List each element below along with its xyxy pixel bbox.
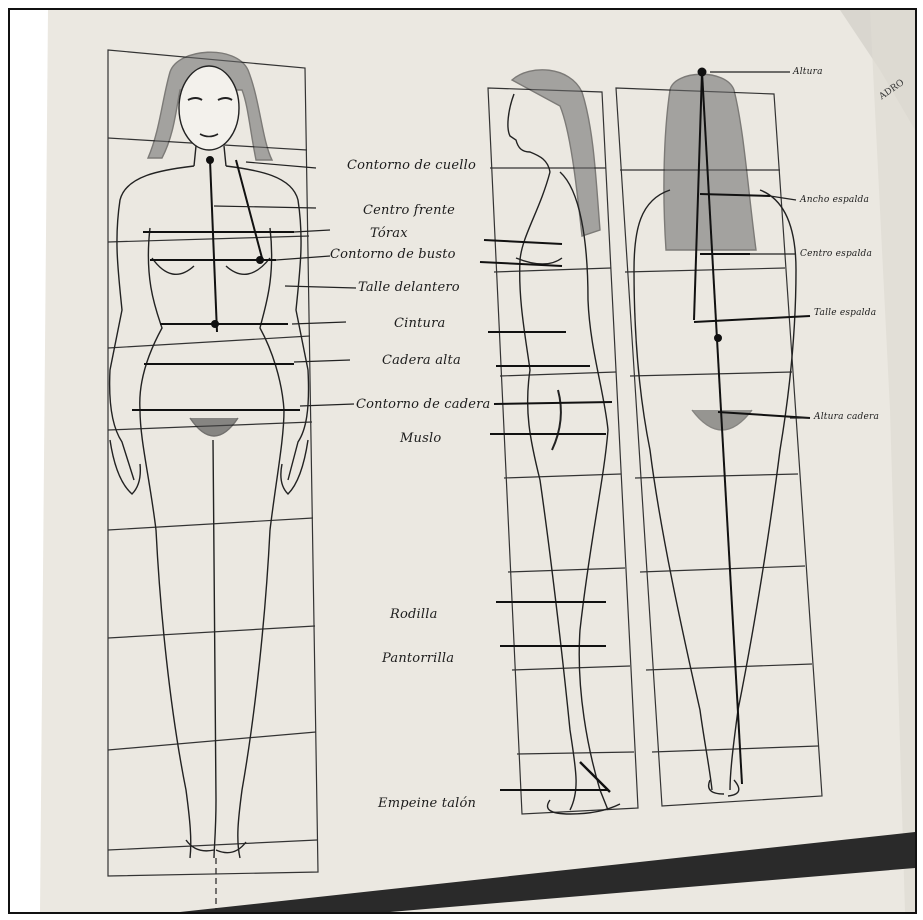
label-rodilla: Rodilla <box>390 607 438 622</box>
label-pantorrilla: Pantorrilla <box>382 651 454 666</box>
label-talle-espalda: Talle espalda <box>814 308 876 318</box>
label-altura: Altura <box>793 67 823 77</box>
label-centro-espalda: Centro espalda <box>800 249 872 259</box>
label-contorno-busto: Contorno de busto <box>330 247 456 262</box>
book-page-illustration <box>10 10 915 912</box>
label-centro-frente: Centro frente <box>363 203 455 218</box>
label-ancho-espalda: Ancho espalda <box>800 195 869 205</box>
label-empeine-talon: Empeine talón <box>378 796 476 811</box>
label-cadera-alta: Cadera alta <box>382 353 461 368</box>
label-muslo: Muslo <box>400 431 441 446</box>
label-cintura: Cintura <box>394 316 445 331</box>
paper-sheet <box>40 10 915 912</box>
label-contorno-cadera: Contorno de cadera <box>356 397 491 412</box>
label-torax: Tórax <box>370 226 408 241</box>
label-contorno-cuello: Contorno de cuello <box>347 158 476 173</box>
label-altura-cadera: Altura cadera <box>814 412 879 422</box>
page-frame: Contorno de cuello Centro frente Tórax C… <box>8 8 917 914</box>
label-talle-delantero: Talle delantero <box>358 280 460 295</box>
